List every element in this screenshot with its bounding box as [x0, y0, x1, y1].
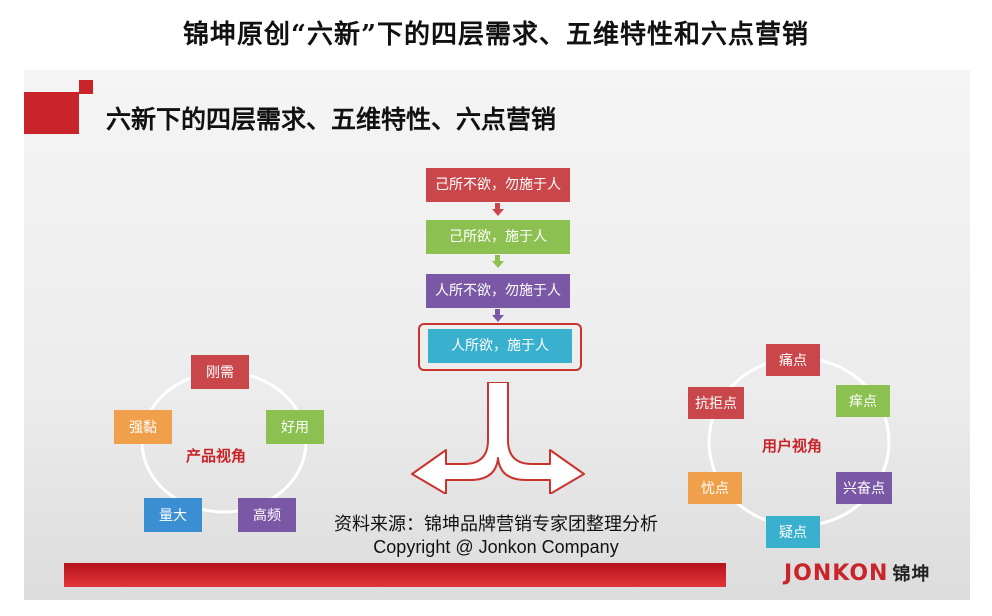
logo-text-cn: 锦坤	[892, 564, 931, 585]
flow-step-4: 人所欲，施于人	[428, 329, 572, 363]
product-perspective-label: 产品视角	[186, 447, 247, 465]
highlight-frame	[418, 323, 582, 371]
source-note: 资料来源：锦坤品牌营销专家团整理分析	[334, 514, 658, 535]
user-node-doubt-point: 疑点	[766, 516, 820, 548]
product-node-easy-use: 好用	[266, 410, 324, 444]
red-decoration-small	[79, 80, 93, 94]
copyright-note: Copyright @ Jonkon Company	[373, 537, 619, 557]
bottom-red-bar	[64, 563, 726, 587]
page-title: 锦坤原创“六新”下的四层需求、五维特性和六点营销	[183, 20, 809, 50]
down-arrow-icon	[492, 315, 504, 322]
logo-text-en: JONKON	[784, 561, 889, 586]
arrow-stem	[495, 203, 500, 209]
user-node-pain-point: 痛点	[766, 344, 820, 376]
product-node-high-frequency: 高频	[238, 498, 296, 532]
flow-step-2: 己所欲，施于人	[426, 220, 570, 254]
split-arrow-icon	[411, 382, 585, 494]
user-node-excitement-point: 兴奋点	[836, 472, 892, 504]
user-node-worry-point: 忧点	[688, 472, 742, 504]
user-node-itch-point: 痒点	[836, 385, 890, 417]
user-perspective-label: 用户视角	[762, 437, 823, 455]
flow-step-1: 己所不欲，勿施于人	[426, 168, 570, 202]
flow-step-3: 人所不欲，勿施于人	[426, 274, 570, 308]
down-arrow-icon	[492, 261, 504, 268]
user-node-resistance-point: 抗拒点	[688, 387, 744, 419]
red-decoration	[24, 92, 79, 134]
product-node-rigid-demand: 刚需	[191, 355, 249, 389]
down-arrow-icon	[492, 209, 504, 216]
slide-title: 六新下的四层需求、五维特性、六点营销	[106, 105, 557, 134]
arrow-stem	[495, 309, 500, 315]
slide: 六新下的四层需求、五维特性、六点营销 己所不欲，勿施于人 己所欲，施于人 人所不…	[24, 70, 970, 600]
arrow-stem	[495, 255, 500, 261]
product-node-strong-stickiness: 强黏	[114, 410, 172, 444]
product-node-large-volume: 量大	[144, 498, 202, 532]
